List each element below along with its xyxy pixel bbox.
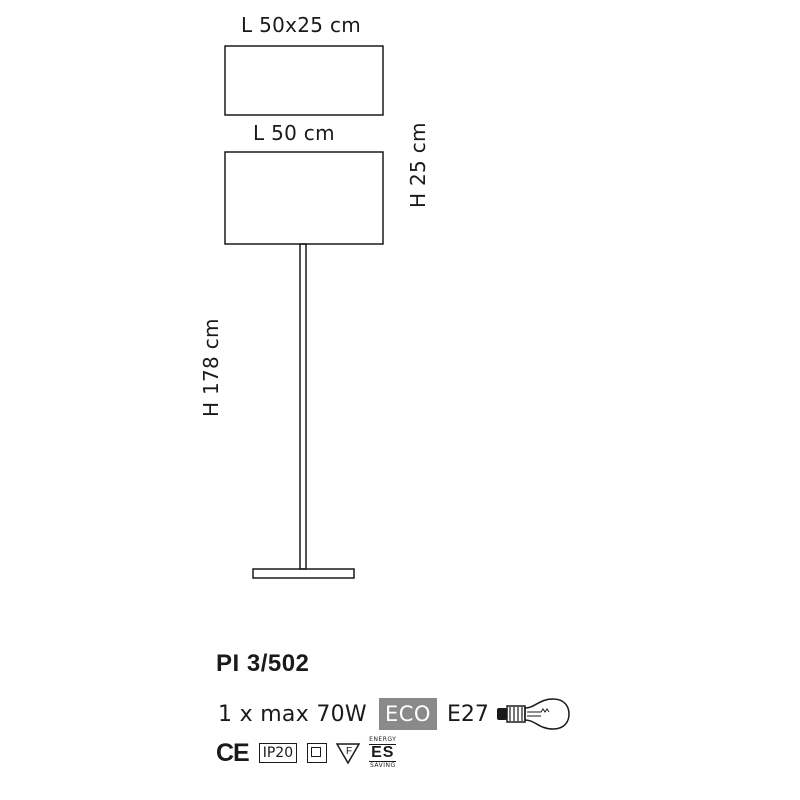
lamp-drawing <box>224 45 384 579</box>
lamp-base <box>252 568 355 579</box>
saving-label: SAVING <box>369 762 396 769</box>
shade-height-dimension: H 25 cm <box>406 122 430 208</box>
certifications-row: CE IP20 F ENERGY ES SAVING <box>216 736 397 769</box>
ip-rating: IP20 <box>258 743 298 763</box>
shade-length-dimension: L 50 cm <box>253 121 335 145</box>
class-ii-icon <box>307 743 328 763</box>
ce-mark: CE <box>216 738 250 767</box>
eco-badge: ECO <box>378 698 437 730</box>
lamp-pole <box>299 243 307 570</box>
power-spec: 1 x max 70W <box>218 701 367 727</box>
model-name: PI 3/502 <box>216 650 310 677</box>
bulb-icon <box>496 698 570 730</box>
socket-type: E27 <box>446 701 489 727</box>
es-label: ES <box>369 744 397 762</box>
energy-saving-logo: ENERGY ES SAVING <box>369 736 397 769</box>
spec-row: 1 x max 70W ECO E27 <box>218 697 571 731</box>
shade-top-dimension: L 50x25 cm <box>241 13 362 37</box>
shade-top-view <box>224 45 384 116</box>
flame-f-label: F <box>346 746 352 757</box>
energy-label: ENERGY <box>369 736 397 743</box>
total-height-dimension: H 178 cm <box>199 318 223 417</box>
flame-f-icon: F <box>335 743 361 765</box>
shade-front-view <box>224 151 384 245</box>
